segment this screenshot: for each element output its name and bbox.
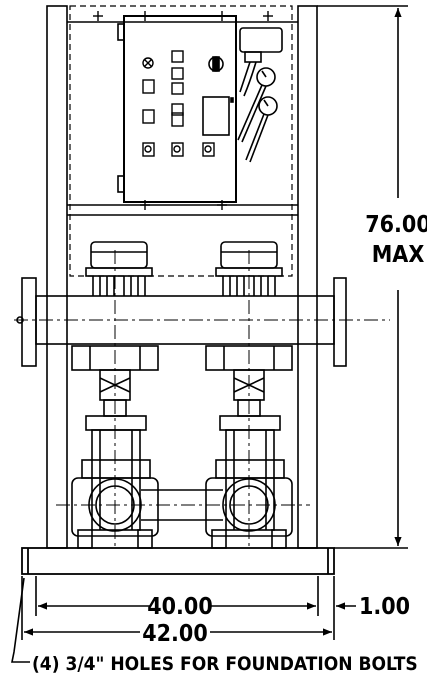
pressure-switch [239,27,283,97]
motor-left [85,241,153,296]
width-extension-lines [21,576,335,640]
panel-mount-crosses [93,11,273,210]
height-dimension-value: 76.00 [365,212,427,238]
overall-width-value: 42.00 [142,621,207,647]
height-dimension-unit: MAX [372,242,425,268]
overhang-value: 1.00 [359,594,410,620]
inner-width-value: 40.00 [147,594,212,620]
suction-header [56,489,310,521]
pump-right [205,250,293,549]
pressure-gauges [237,67,278,163]
pump-left [71,250,159,549]
discharge-header [14,277,390,367]
enclosure-outline [69,5,293,277]
foundation-leader [11,577,30,663]
height-dimension [317,5,408,549]
control-panel [117,15,237,203]
support-frame [46,5,318,549]
foundation-note: (4) 3/4" HOLES FOR FOUNDATION BOLTS [32,653,418,675]
panel-indicator-lights [142,50,215,157]
skid-base [21,547,335,575]
